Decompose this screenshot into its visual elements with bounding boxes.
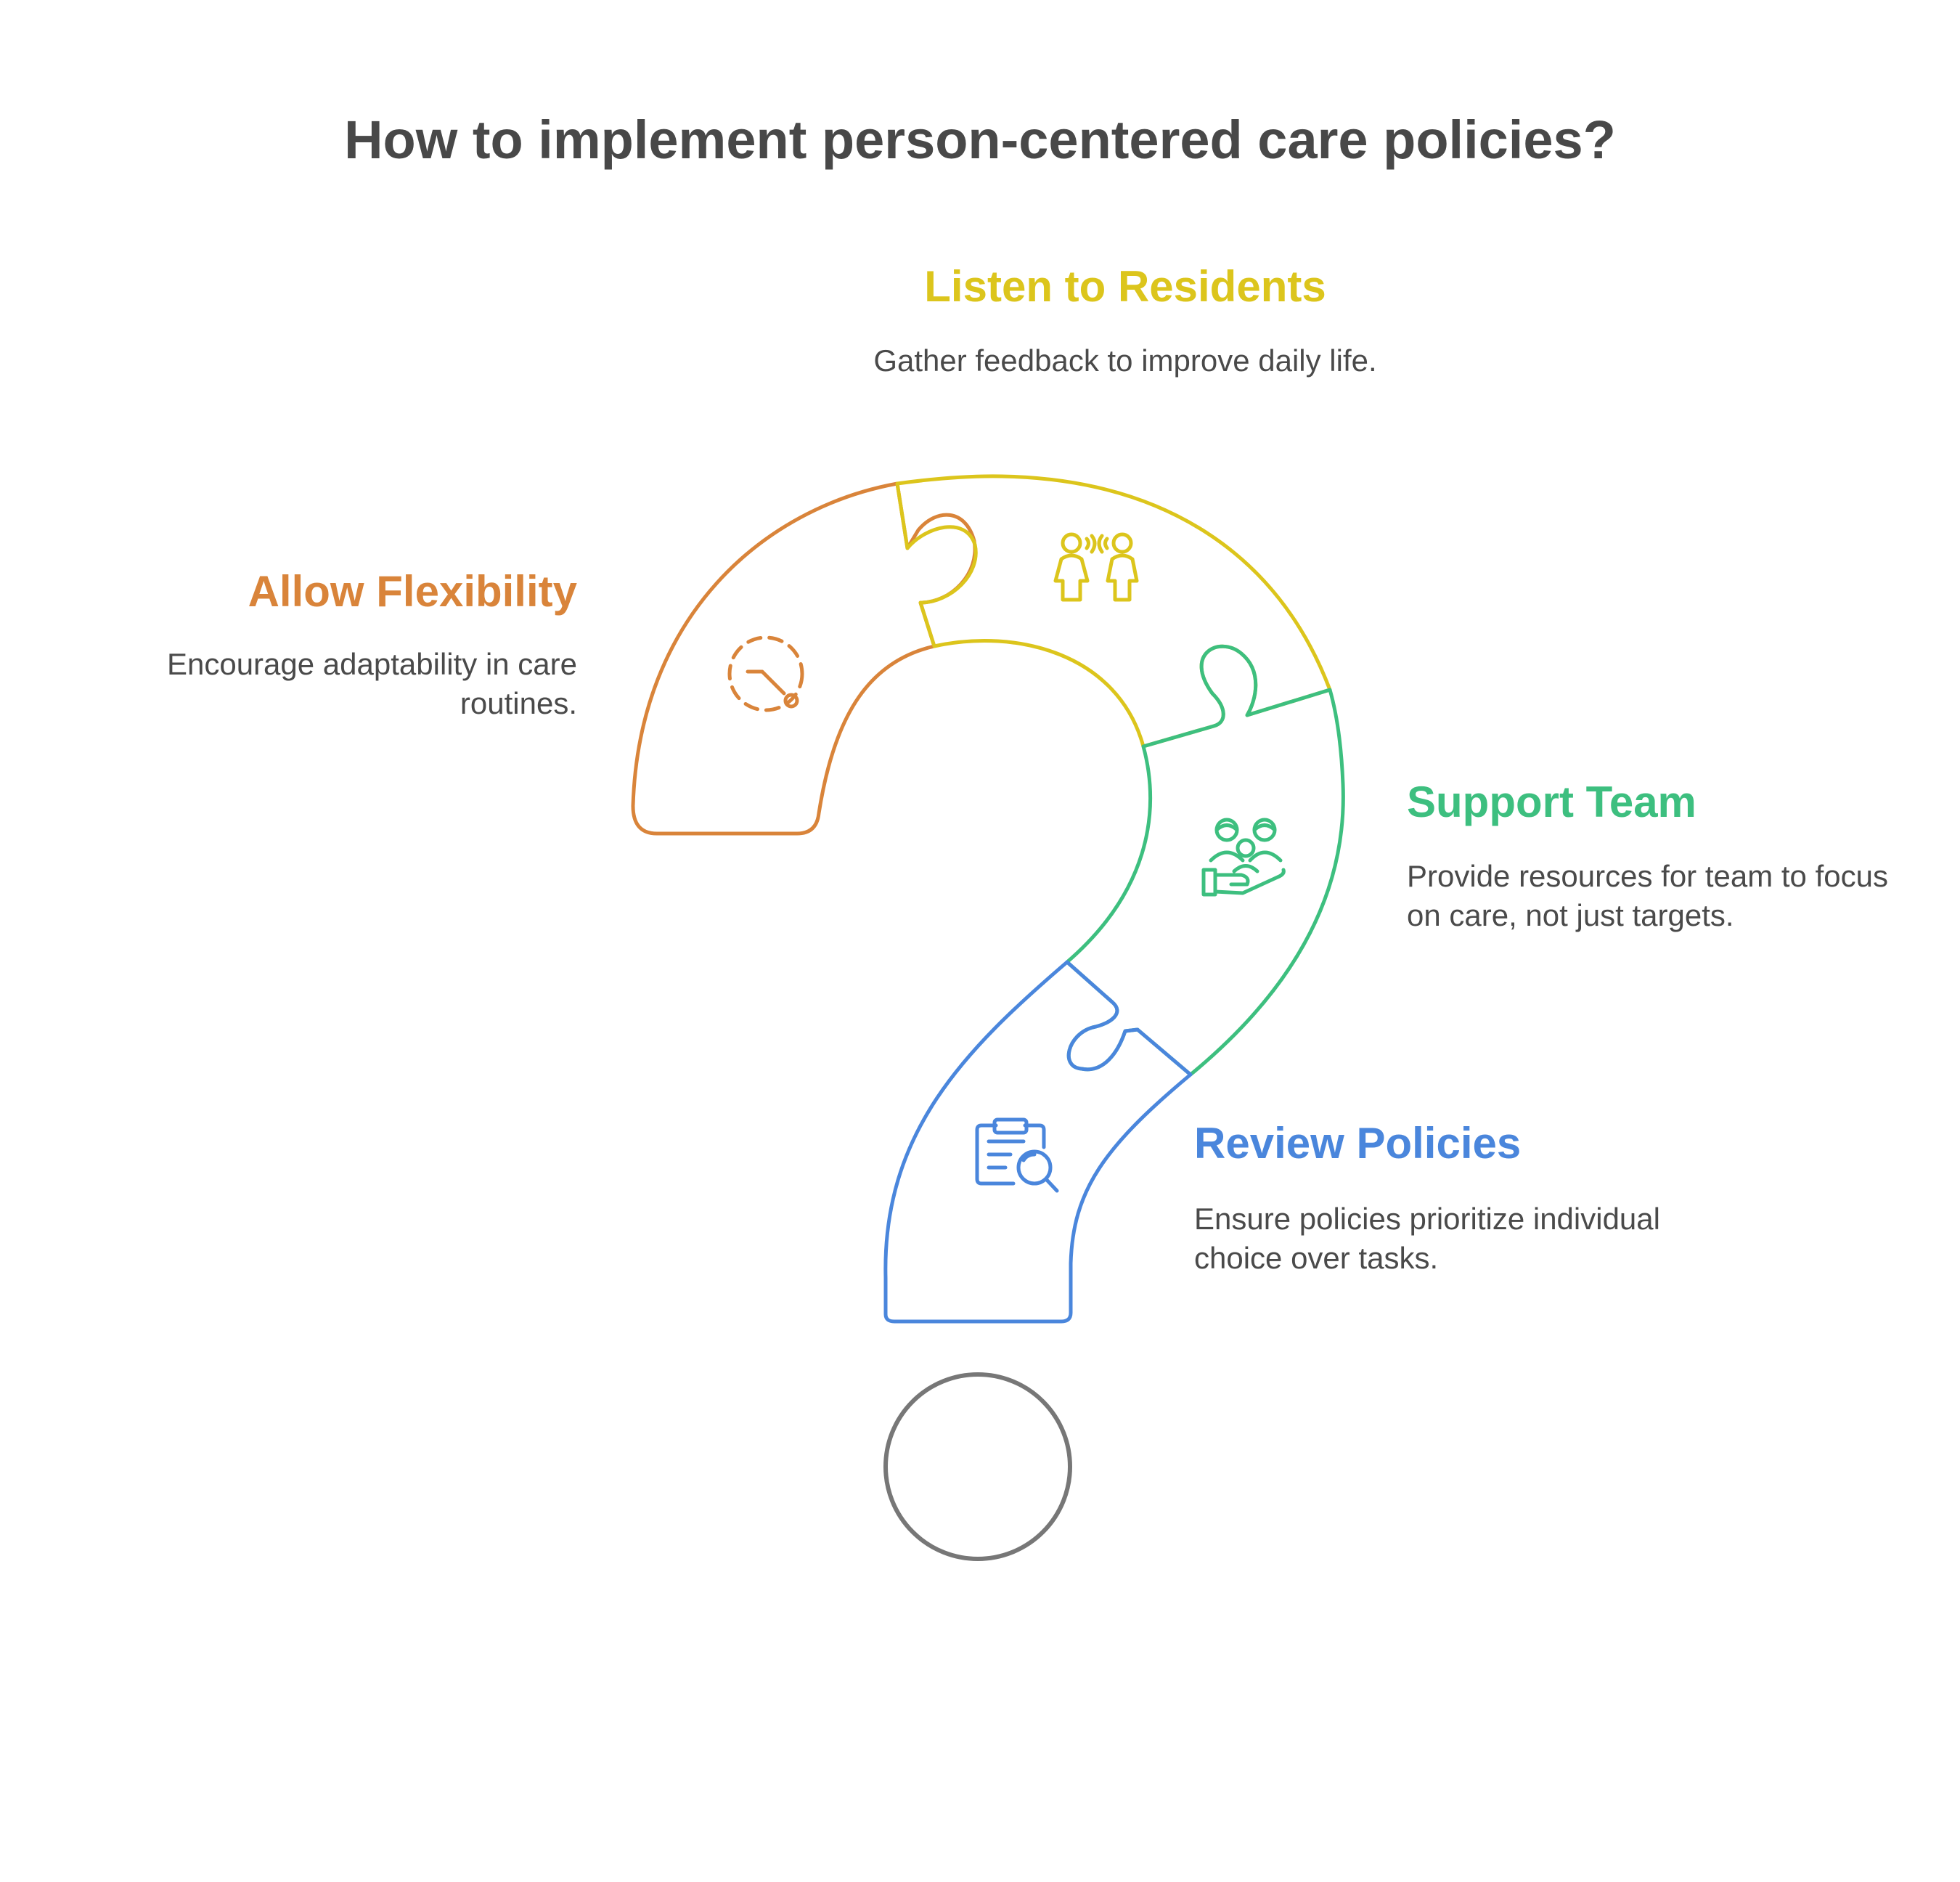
description-allow-flexibility: Encourage adaptability in care routines. xyxy=(166,647,577,720)
people-talking-icon xyxy=(1053,532,1139,602)
segment-listen xyxy=(895,474,1332,749)
page-title: How to implement person-centered care po… xyxy=(344,110,1616,170)
clipboard-search-icon xyxy=(975,1117,1059,1193)
dashed-clock-icon xyxy=(727,635,804,712)
heading-review-policies: Review Policies xyxy=(1194,1119,1522,1168)
segment-review xyxy=(883,960,1193,1324)
team-hand-icon xyxy=(1201,818,1286,897)
description-review-policies: Ensure policies prioritize individual ch… xyxy=(1194,1202,1660,1275)
heading-support-team: Support Team xyxy=(1407,778,1696,826)
segment-support xyxy=(1065,644,1345,1077)
heading-allow-flexibility: Allow Flexibility xyxy=(248,567,577,616)
description-support-team: Provide resources for team to focus on c… xyxy=(1407,859,1888,932)
question-dot xyxy=(883,1372,1072,1561)
description-listen-to-residents: Gather feedback to improve daily life. xyxy=(873,343,1377,378)
heading-listen-to-residents: Listen to Residents xyxy=(924,262,1326,311)
